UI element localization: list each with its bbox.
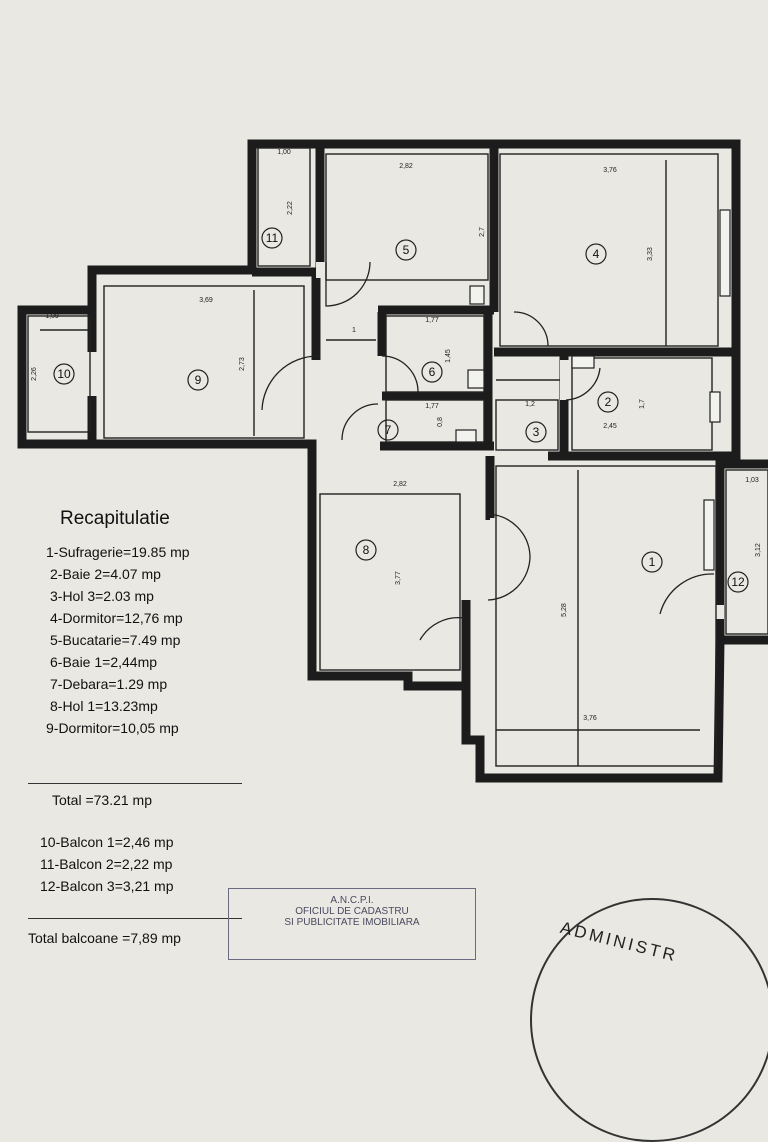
room-number: 2	[605, 395, 612, 409]
summary-item: 1-Sufragerie=19.85 mp	[46, 544, 190, 560]
room-dimension: 1,45	[445, 349, 452, 363]
room-number: 3	[533, 425, 540, 439]
room-marker-circle	[597, 391, 619, 413]
room-number: 8	[363, 543, 370, 557]
room-marker-circle	[377, 419, 399, 441]
door-bath2	[565, 367, 601, 401]
room-marker-circle	[421, 361, 443, 383]
summary-item: 5-Bucatarie=7.49 mp	[50, 632, 181, 648]
room-dimension: 2,73	[239, 357, 246, 371]
room-number: 7	[385, 423, 392, 437]
room-dimension: 3,77	[395, 571, 402, 585]
room-dimension: 2,26	[31, 367, 38, 381]
door-living-b	[487, 555, 531, 601]
stamp-line: SI PUBLICITATE IMOBILIARA	[284, 917, 420, 928]
room-number: 1	[649, 555, 656, 569]
room-dimension: 2,7	[479, 227, 486, 237]
room-number: 4	[593, 247, 600, 261]
door-living-a	[487, 513, 531, 557]
room-dimension: 0,8	[437, 417, 444, 427]
summary-total: Total =73.21 mp	[52, 792, 153, 808]
divider	[28, 783, 242, 784]
room-marker-circle	[53, 363, 75, 385]
room-dimension: 3,33	[647, 247, 654, 261]
room-number: 5	[403, 243, 410, 257]
room-dimension: 1,77	[425, 317, 439, 324]
room-dimension: 2,82	[393, 481, 407, 488]
balcony-item: 11-Balcon 2=2,22 mp	[40, 856, 173, 872]
balcony-item: 12-Balcon 3=3,21 mp	[40, 878, 174, 894]
room-dimension: 2,45	[603, 423, 617, 430]
room-marker-circle	[585, 243, 607, 265]
door-bath1	[381, 355, 419, 393]
door-kitchen	[325, 261, 371, 307]
room-marker-circle	[187, 369, 209, 391]
room-dimension: 1,09	[45, 313, 59, 320]
corridor-dimension: 1	[352, 327, 356, 334]
room-marker-circle	[355, 539, 377, 561]
room-marker-circle	[641, 551, 663, 573]
room-dimension: 1,2	[525, 401, 535, 408]
room-dimension: 3,76	[583, 715, 597, 722]
door-balcony12	[659, 573, 715, 615]
door-hall8	[419, 616, 465, 641]
stamp-line: A.N.C.P.I.	[330, 895, 374, 906]
room-marker-circle	[395, 239, 417, 261]
summary-item: 6-Baie 1=2,44mp	[50, 654, 158, 670]
stamp-line: OFICIUL DE CADASTRU	[295, 906, 409, 917]
balcony-total: Total balcoane =7,89 mp	[28, 930, 181, 946]
room-number: 6	[429, 365, 436, 379]
room-dimension: 5,28	[561, 603, 568, 617]
summary-item: 9-Dormitor=10,05 mp	[46, 720, 179, 736]
summary-item: 2-Baie 2=4.07 mp	[50, 566, 161, 582]
door-storage	[341, 403, 379, 441]
cadastre-stamp: A.N.C.P.I. OFICIUL DE CADASTRU SI PUBLIC…	[228, 888, 476, 960]
room-dimension: 3,76	[603, 167, 617, 174]
room-dimension: 2,22	[287, 201, 294, 215]
room-number: 9	[195, 373, 202, 387]
room-number: 11	[266, 231, 279, 245]
room-dimension: 2,82	[399, 163, 413, 170]
door-room9	[261, 355, 319, 411]
room-dimension: 1,03	[745, 477, 759, 484]
room-dimension: 1,77	[425, 403, 439, 410]
summary-item: 8-Hol 1=13.23mp	[50, 698, 158, 714]
room-dimension: 3,69	[199, 297, 213, 304]
balcony-item: 10-Balcon 1=2,46 mp	[40, 834, 174, 850]
room-number: 10	[57, 367, 71, 381]
room-dimension: 1,7	[639, 399, 646, 409]
room-dimension: 1,00	[277, 149, 291, 156]
room-marker-circle	[525, 421, 547, 443]
door-hall3	[513, 311, 549, 347]
summary-item: 3-Hol 3=2.03 mp	[50, 588, 154, 604]
room-marker-circle	[727, 571, 749, 593]
divider	[28, 918, 242, 919]
summary-title: Recapitulatie	[60, 508, 170, 529]
room-dimension: 3,12	[755, 543, 762, 557]
summary-item: 7-Debara=1.29 mp	[50, 676, 168, 692]
room-marker-circle	[261, 227, 283, 249]
room-number: 12	[731, 575, 745, 589]
summary-item: 4-Dormitor=12,76 mp	[50, 610, 183, 626]
